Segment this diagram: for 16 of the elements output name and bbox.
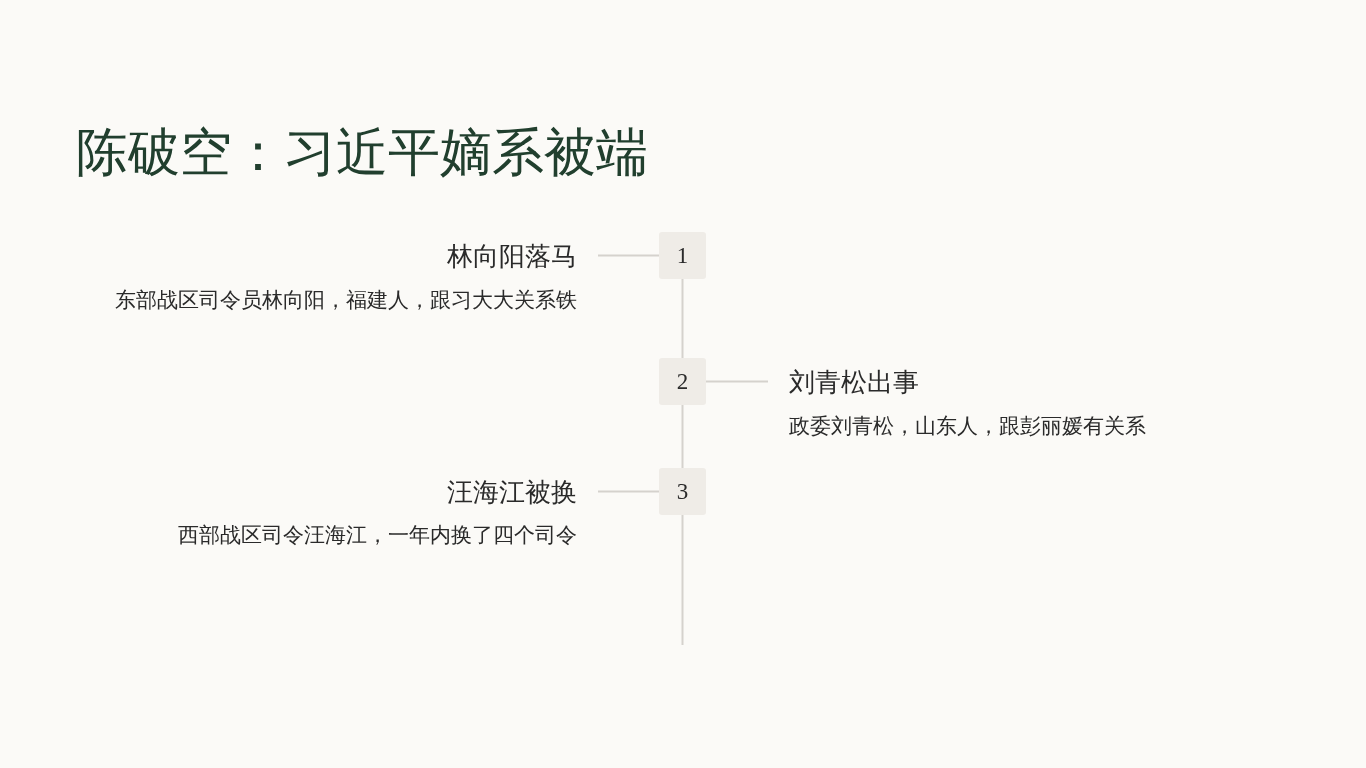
event-heading: 林向阳落马 xyxy=(447,240,577,272)
step-number-box: 1 xyxy=(659,232,706,279)
step-number-box: 2 xyxy=(659,358,706,405)
slide-title: 陈破空：习近平嫡系被端 xyxy=(76,121,648,183)
step-number-box: 3 xyxy=(659,468,706,515)
connector-line xyxy=(597,490,660,493)
event-description: 政委刘青松，山东人，跟彭丽媛有关系 xyxy=(789,413,1146,439)
event-heading: 汪海江被换 xyxy=(447,476,577,508)
event-description: 东部战区司令员林向阳，福建人，跟习大大关系铁 xyxy=(115,287,577,313)
connector-line xyxy=(681,404,684,469)
connector-line xyxy=(681,514,684,646)
connector-line xyxy=(681,278,684,359)
event-description: 西部战区司令汪海江，一年内换了四个司令 xyxy=(178,522,577,548)
connector-line xyxy=(705,380,769,383)
connector-line xyxy=(597,254,660,257)
event-heading: 刘青松出事 xyxy=(789,366,919,398)
